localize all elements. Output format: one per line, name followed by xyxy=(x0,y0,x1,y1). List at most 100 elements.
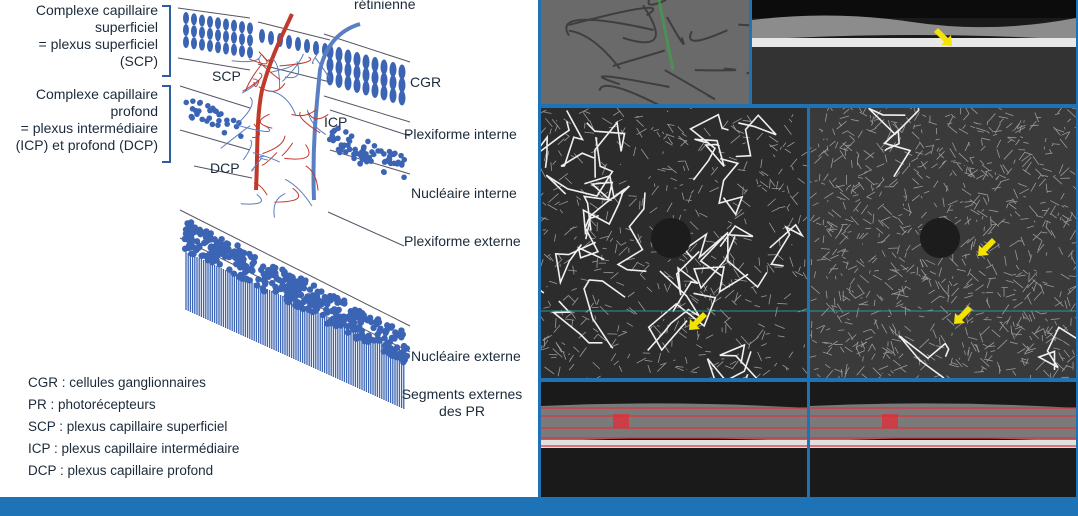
capillary-mesh xyxy=(921,129,923,134)
capillary-mesh xyxy=(1060,192,1065,200)
capillary-mesh xyxy=(1044,326,1049,334)
capillary-mesh xyxy=(923,190,930,194)
capillary-mesh xyxy=(663,271,674,280)
capillary-mesh xyxy=(743,189,748,195)
capillary-mesh xyxy=(937,256,944,266)
ganglion-cell xyxy=(215,29,221,42)
capillary-mesh xyxy=(767,262,775,273)
capillary-mesh xyxy=(564,226,575,236)
capillary-mesh xyxy=(741,199,751,207)
capillary-mesh xyxy=(698,354,706,356)
nucleus xyxy=(288,291,295,299)
capillary-mesh xyxy=(974,371,984,373)
capillary-mesh xyxy=(909,108,913,110)
vein-vessel xyxy=(311,22,361,201)
capillary-mesh xyxy=(886,129,892,140)
capillary-mesh xyxy=(900,306,911,311)
label-cgr: CGR xyxy=(410,74,442,90)
fundus-vessel xyxy=(565,18,654,37)
capillary-mesh xyxy=(571,287,577,291)
capillary-mesh xyxy=(938,153,945,159)
ganglion-cell xyxy=(191,13,197,26)
capillary-mesh xyxy=(556,343,563,353)
fundus-vessel xyxy=(746,71,749,75)
capillary-mesh xyxy=(903,195,906,199)
capillary-mesh xyxy=(863,150,874,159)
capillary-mesh xyxy=(1060,167,1070,177)
capillary-mesh xyxy=(1012,279,1024,289)
capillary-mesh xyxy=(986,162,993,164)
nucleus xyxy=(297,291,305,299)
capillary-mesh xyxy=(966,317,968,324)
capillary-mesh xyxy=(761,330,766,341)
capillary-mesh xyxy=(665,133,675,138)
capillary-mesh xyxy=(776,254,784,261)
capillary-mesh xyxy=(627,353,631,359)
capillary-mesh xyxy=(876,163,885,168)
capillary-mesh xyxy=(954,322,963,330)
capillary-mesh xyxy=(1045,220,1048,229)
capillary-mesh xyxy=(1009,201,1018,203)
nucleus xyxy=(321,293,329,301)
capillary-mesh xyxy=(946,318,955,326)
capillary-mesh xyxy=(996,316,1003,319)
capillary-mesh xyxy=(911,243,922,251)
capillary-mesh xyxy=(716,361,724,368)
capillary-mesh xyxy=(541,259,544,267)
capillary-mesh xyxy=(1022,284,1029,293)
capillary-mesh xyxy=(1009,240,1019,247)
capillary-mesh xyxy=(589,218,597,227)
capillary-mesh xyxy=(990,218,1000,227)
ganglion-cell xyxy=(335,60,343,75)
nucleus xyxy=(331,127,338,134)
capillary-mesh xyxy=(844,346,853,353)
capillary-mesh xyxy=(876,294,883,302)
ganglion-cell xyxy=(207,39,213,52)
nucleus xyxy=(230,117,237,124)
capillary-mesh xyxy=(929,271,937,275)
capillary-mesh xyxy=(854,267,859,274)
capillary-mesh xyxy=(940,334,946,343)
capillary xyxy=(231,54,262,63)
capillary-mesh xyxy=(895,171,901,178)
capillary-mesh xyxy=(898,294,909,298)
nucleus xyxy=(188,235,195,243)
capillary-mesh xyxy=(684,283,687,287)
capillary-mesh xyxy=(1050,229,1056,239)
capillary xyxy=(282,53,304,82)
capillary-mesh xyxy=(1044,152,1053,155)
capillary-mesh xyxy=(826,138,829,141)
capillary-mesh xyxy=(842,297,848,302)
capillary-mesh xyxy=(760,159,763,168)
capillary-mesh xyxy=(1007,136,1017,139)
capillary-mesh xyxy=(703,127,711,137)
capillary-mesh xyxy=(1066,109,1076,118)
artery-vessel xyxy=(254,13,294,191)
capillary-mesh xyxy=(969,199,978,205)
capillary-mesh xyxy=(789,195,798,206)
ganglion-cell xyxy=(268,31,274,45)
capillary-mesh xyxy=(904,252,907,258)
capillary-mesh xyxy=(1001,220,1010,224)
capillary-mesh xyxy=(576,196,581,201)
capillary xyxy=(268,90,297,117)
large-vessel xyxy=(719,343,758,378)
capillary-mesh xyxy=(766,265,769,273)
capillary-mesh xyxy=(918,274,921,277)
layer-line xyxy=(177,7,251,19)
capillary-mesh xyxy=(541,316,545,322)
capillary-mesh xyxy=(1008,203,1017,210)
capillary-mesh xyxy=(889,268,898,273)
capillary-mesh xyxy=(989,223,997,233)
legend-item-icp: ICP : plexus capillaire intermédiaire xyxy=(28,441,240,456)
capillary-mesh xyxy=(619,227,621,234)
nucleus xyxy=(304,293,311,300)
capillary-mesh xyxy=(732,360,739,369)
capillary-mesh xyxy=(640,148,649,160)
ganglion-cell xyxy=(183,36,189,48)
capillary-mesh xyxy=(1041,312,1047,315)
capillary-mesh xyxy=(838,375,840,378)
nucleus xyxy=(207,230,214,237)
capillary-mesh xyxy=(582,112,590,122)
capillary-mesh xyxy=(830,108,833,111)
